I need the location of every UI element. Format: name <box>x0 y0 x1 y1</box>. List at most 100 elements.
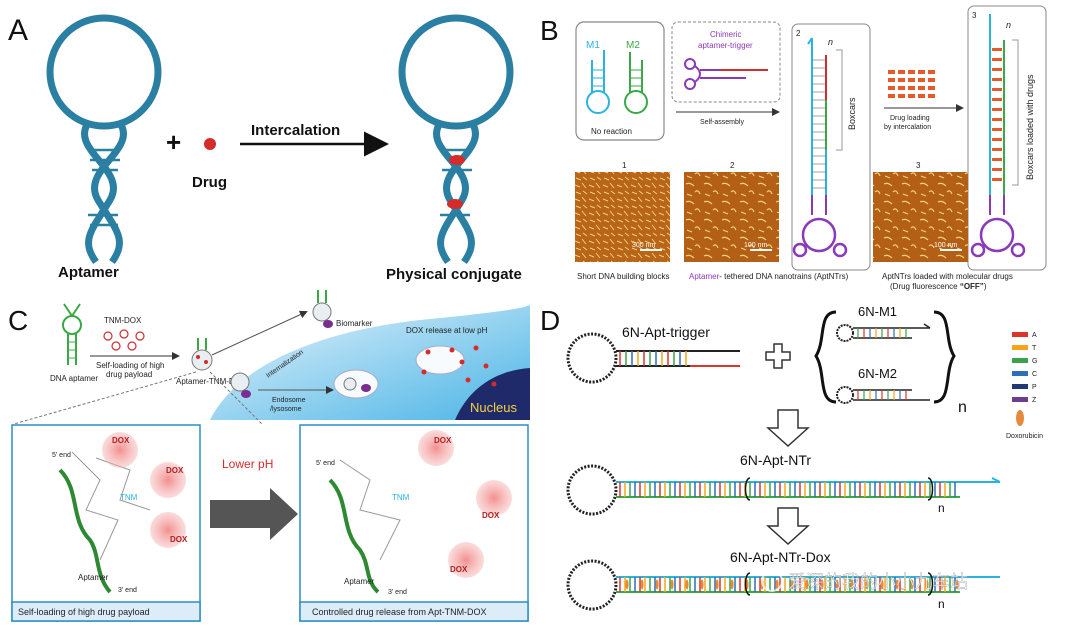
lower-ph-arrow <box>210 488 298 540</box>
panel-c-label: C <box>8 305 28 336</box>
zoom-guides <box>13 371 263 425</box>
doxorubicin-mark <box>850 579 854 590</box>
caption-bar-right <box>299 601 529 622</box>
legend-label-z: Z <box>1032 397 1037 404</box>
doxorubicin-label: Doxorubicin <box>1006 433 1043 440</box>
afm-caption-2: Aptamer- tethered DNA nanotrains (AptNTr… <box>689 272 849 281</box>
afm-3-number: 3 <box>916 161 921 170</box>
afm-caption-3-line-1: AptNTrs loaded with molecular drugs <box>882 272 1013 281</box>
dox-right-3: DOX <box>450 565 468 574</box>
drug-dot <box>204 138 216 150</box>
no-reaction-label: No reaction <box>591 127 632 136</box>
legend-label-a: A <box>1032 332 1037 339</box>
panel-a: A Aptamer + Drug Intercalation <box>8 14 522 283</box>
apt-ntr-label: 6N-Apt-NTr <box>740 452 811 468</box>
base-legend: A T G C P Z Doxorubicin <box>1006 332 1043 440</box>
doxorubicin-mark <box>655 579 659 590</box>
n-label-2: n <box>828 37 833 47</box>
dox-release-label: DOX release at low pH <box>406 326 488 335</box>
five-end-left: 5' end <box>52 452 71 459</box>
nucleus-label: Nucleus <box>470 400 517 415</box>
down-arrow-2 <box>766 507 810 546</box>
apt-ntr-structure <box>566 464 1001 516</box>
m1-hairpin <box>586 50 610 114</box>
aptamer-right: Aptamer <box>344 577 375 586</box>
dna-aptamer-small <box>62 303 82 365</box>
caption-right: Controlled drug release from Apt-TNM-DOX <box>312 607 487 617</box>
chimeric-box <box>671 21 781 103</box>
drug-grid <box>888 70 935 98</box>
conjugate-structure <box>398 14 514 265</box>
left-brace <box>814 310 837 404</box>
legend-swatch-z <box>1012 397 1028 402</box>
tnm-dox-label: TNM-DOX <box>104 316 142 325</box>
caption-bar-left <box>11 601 201 622</box>
released-dox-dots <box>421 345 497 387</box>
dox-left-1: DOX <box>112 436 130 445</box>
drug-loading-label-2: by intercalation <box>884 124 931 131</box>
scale-bar-3: 100 nm <box>934 242 958 249</box>
cell-membrane <box>210 305 530 420</box>
dox-left-2: DOX <box>166 466 184 475</box>
boxcars-label: Boxcars <box>847 97 857 130</box>
doxorubicin-mark <box>790 579 794 590</box>
biomarker-label: Biomarker <box>336 319 373 328</box>
right-brace <box>933 310 956 404</box>
chimeric-aptamer-shape <box>684 58 720 90</box>
legend-swatch-c <box>1012 371 1028 376</box>
ntr-n-label: n <box>938 501 945 515</box>
afm-caption-3-line-2: (Drug fluorescence “OFF”) <box>890 282 987 291</box>
afm-image-3 <box>873 172 968 262</box>
doxorubicin-mark <box>625 579 629 590</box>
watermark: 爱深的我的小小九车站 <box>761 570 968 592</box>
m1-m2-box <box>575 21 665 141</box>
doxorubicin-mark <box>700 579 704 590</box>
doxorubicin-mark <box>805 579 809 590</box>
boxcars-loaded-label: Boxcars loaded with drugs <box>1025 74 1035 180</box>
drug-label: Drug <box>192 174 227 191</box>
nanotrain-box-2 <box>791 23 871 271</box>
m2-hairpin-d <box>836 386 930 404</box>
wechat-icon <box>761 570 783 592</box>
legend-label-c: C <box>1032 371 1037 378</box>
doxorubicin-mark <box>880 579 884 590</box>
panel-c: C Nucleus DNA aptamer TNM-DOX Self-loadi… <box>8 290 530 622</box>
aptamer-trigger-label: aptamer-trigger <box>698 41 753 50</box>
afm-caption-3-part-c: ) <box>984 282 987 291</box>
dox-left-3: DOX <box>170 535 188 544</box>
n-label-3: n <box>1006 20 1011 30</box>
doxorubicin-mark <box>835 579 839 590</box>
afm-caption-1: Short DNA building blocks <box>577 272 670 281</box>
aptamer-left: Aptamer <box>78 573 109 582</box>
afm-caption-3-part-a: (Drug fluorescence <box>890 282 960 291</box>
legend-swatch-a <box>1012 332 1028 337</box>
doxorubicin-mark <box>910 579 914 590</box>
afm-image-1 <box>575 172 670 262</box>
legend-label-g: G <box>1032 358 1037 365</box>
self-loading-label-2: drug payload <box>106 370 152 379</box>
m1-label: M1 <box>586 40 600 51</box>
five-end-right: 5' end <box>316 460 335 467</box>
down-arrow-1 <box>766 409 810 448</box>
m2-hairpin <box>624 52 648 114</box>
panel-d: D 6N-Apt-trigger n 6N <box>540 304 1043 611</box>
self-loading-label-1: Self-loading of high <box>96 361 165 370</box>
aptamer-tnm-dox-label: Aptamer-TNM-DOX <box>176 377 247 386</box>
panel-b-label: B <box>540 15 559 46</box>
detail-box-right <box>299 424 529 622</box>
endosome-label-1: Endosome <box>272 397 306 404</box>
legend-label-t: T <box>1032 345 1037 352</box>
aptamer-tnm-dox-complex <box>191 338 213 371</box>
doxorubicin-mark <box>775 579 779 590</box>
afm-caption-2-rest: - tethered DNA nanotrains (AptNTrs) <box>719 272 848 281</box>
afm-image-2 <box>684 172 779 262</box>
doxorubicin-mark <box>955 579 959 590</box>
doxorubicin-mark <box>940 579 944 590</box>
afm-caption-3-off: “OFF” <box>960 282 984 291</box>
molecular-drawing-left <box>58 432 186 594</box>
three-end-left: 3' end <box>118 587 137 594</box>
m2-label-d: 6N-M2 <box>858 366 897 381</box>
lower-ph-label: Lower pH <box>222 457 273 471</box>
doxorubicin-mark <box>895 579 899 590</box>
